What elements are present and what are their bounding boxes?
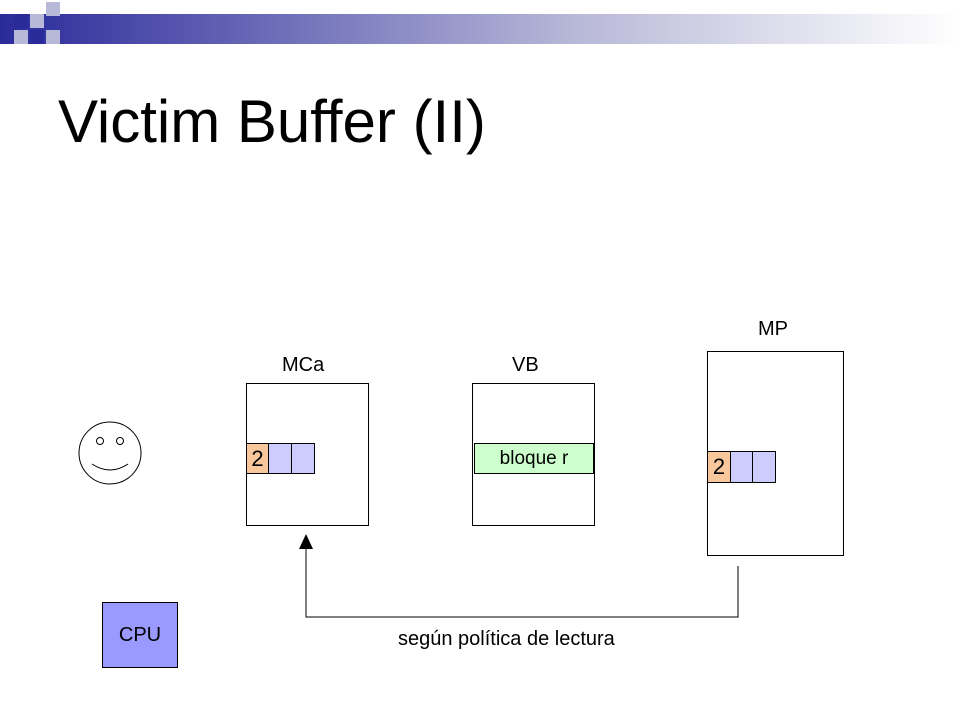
slide-title: Victim Buffer (II) [58, 88, 486, 155]
header-square-decoration [46, 30, 60, 44]
mp-cell-empty [752, 451, 776, 483]
header-square-decoration [46, 2, 60, 16]
mca-cell-empty [291, 443, 315, 474]
cpu-box: CPU [102, 602, 178, 668]
header-square-decoration [30, 14, 44, 28]
read-policy-arrow-line [305, 548, 739, 618]
arrow-caption: según política de lectura [398, 628, 615, 650]
header-gradient-bar [0, 14, 960, 44]
header-square-decoration [14, 30, 28, 44]
read-policy-arrowhead [299, 534, 313, 549]
vb-label: VB [512, 354, 539, 376]
mp-label: MP [758, 318, 788, 340]
smiley-face-icon [78, 421, 142, 485]
mp-cell-number: 2 [707, 451, 731, 483]
mca-label: MCa [282, 354, 325, 376]
mca-cell-number: 2 [246, 443, 269, 474]
header-square-decoration [30, 30, 44, 44]
header-square-decoration [14, 14, 28, 28]
vb-victim-block: bloque r [474, 443, 594, 474]
